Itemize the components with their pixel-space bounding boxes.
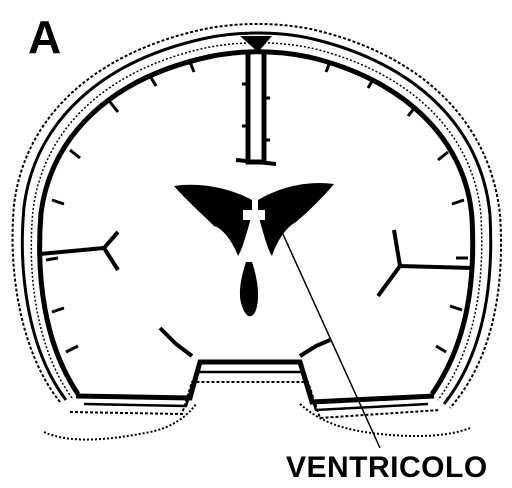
right-temporal-sulcus — [300, 340, 330, 356]
third-ventricle — [240, 262, 258, 316]
falx-channel — [248, 50, 264, 162]
skull-ring-3 — [31, 43, 481, 400]
left-sylvian-fissure — [40, 232, 118, 270]
left-temporal-sulcus — [160, 328, 192, 356]
ventricle-callout-label: VENTRICOLO — [286, 452, 488, 484]
right-sylvian-fissure — [378, 230, 472, 296]
basal-midline-notch — [76, 362, 434, 402]
panel-label: A — [28, 14, 61, 60]
ventricle-system — [174, 183, 334, 316]
basal-inner-line — [84, 372, 428, 410]
left-lateral-ventricle — [174, 185, 252, 256]
interhemispheric-fissure — [236, 36, 276, 164]
cortical-sulci-ticks — [46, 62, 468, 352]
skull-base-left — [44, 404, 196, 440]
basal-surface — [44, 328, 470, 440]
right-lateral-ventricle — [258, 183, 334, 256]
brain-surface-outline — [40, 52, 473, 394]
callout-leader-line — [282, 232, 380, 448]
